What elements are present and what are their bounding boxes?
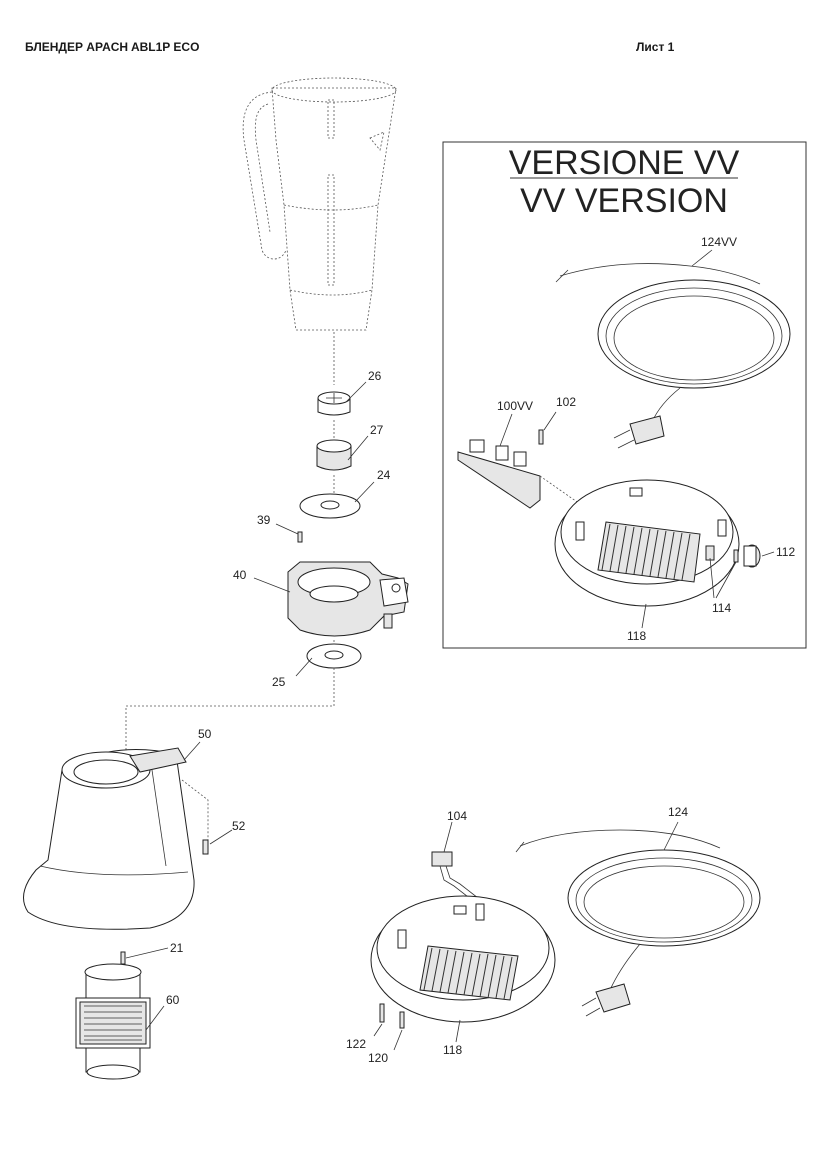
part-25-gasket [295,643,362,677]
callout-112: 112 [776,545,795,559]
callout-27: 27 [370,423,384,437]
part-39-screw [275,523,303,543]
part-100vv-circuit-board [457,413,541,509]
callout-52: 52 [232,819,246,833]
vv-title-line1: VERSIONE VV [509,144,740,182]
callout-24: 24 [377,468,391,482]
callout-120: 120 [368,1051,388,1065]
part-26-coupling [317,381,367,416]
callout-50: 50 [198,727,212,741]
part-112-cap [743,544,775,568]
part-102-screw [538,411,557,445]
part-104-connector [431,821,479,901]
part-118-base-plate [370,895,556,1043]
part-124-power-cord [515,821,761,1017]
blender-jar [242,77,397,385]
callout-114: 114 [712,601,731,615]
part-124vv-power-cord [555,249,791,449]
callout-39: 39 [257,513,271,527]
callout-124: 124 [668,805,688,819]
vv-version-box [442,141,807,649]
callout-40: 40 [233,568,247,582]
callout-124vv: 124VV [701,235,737,249]
part-24-gasket [299,481,375,519]
callout-25: 25 [272,675,286,689]
callout-21: 21 [170,941,184,955]
callout-60: 60 [166,993,180,1007]
part-60-motor [75,963,165,1080]
callout-118vv: 118 [627,629,646,643]
document-title: БЛЕНДЕР APACH ABL1P ECO [25,40,200,54]
vv-title-line2: VV VERSION [520,182,728,220]
callout-100vv: 100VV [497,399,533,413]
part-50-base-cover [23,741,209,930]
part-114-fasteners [705,545,739,599]
part-122-screw [373,1003,385,1037]
part-118vv-base-plate [554,479,740,629]
callout-102: 102 [556,395,576,409]
part-27-sleeve [316,435,369,471]
callout-26: 26 [368,369,382,383]
sheet-number: Лист 1 [636,40,675,54]
callout-104: 104 [447,809,467,823]
callout-122: 122 [346,1037,366,1051]
part-120-screw [393,1011,405,1051]
callout-118: 118 [443,1043,462,1057]
part-52-screw [202,829,233,855]
part-40-housing [253,561,409,637]
part-21-pin [120,947,169,965]
